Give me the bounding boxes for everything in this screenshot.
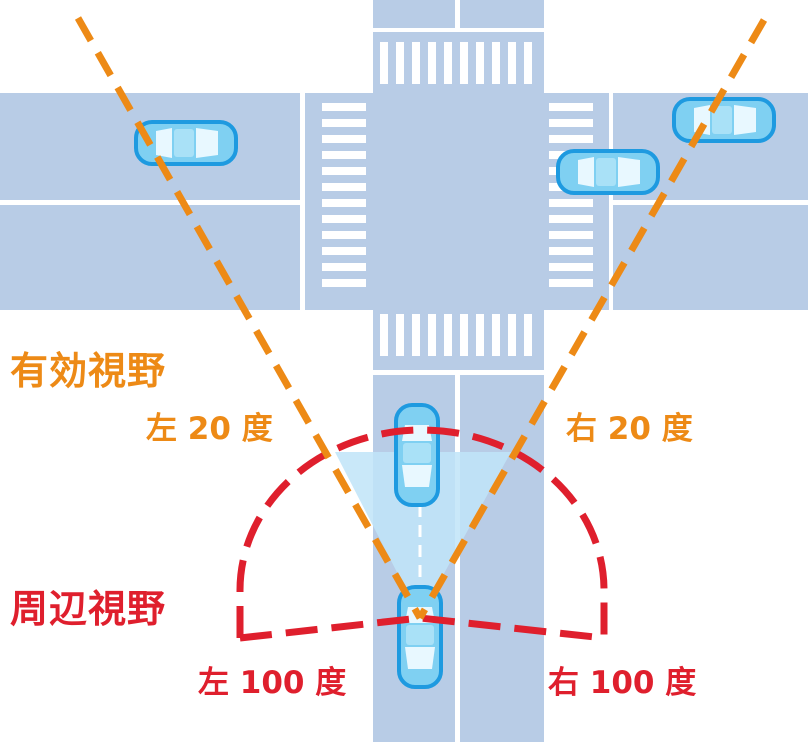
effective-field-label: 有効視野 — [10, 349, 167, 393]
effective-field-cone — [335, 452, 511, 617]
peripheral-field-label: 周辺視野 — [10, 587, 167, 631]
crosswalk-bottom — [380, 314, 532, 356]
effective-field-right-line — [416, 18, 768, 620]
peripheral-field-baseline — [239, 614, 605, 642]
car-icon — [394, 403, 440, 507]
peripheral-right-label: 右 100 度 — [548, 665, 697, 701]
peripheral-field-arc — [236, 426, 608, 638]
effective-left-label: 左 20 度 — [146, 411, 273, 447]
effective-right-label: 右 20 度 — [566, 411, 693, 447]
effective-field-left-line — [74, 16, 424, 620]
car-icon — [672, 97, 776, 143]
peripheral-left-label: 左 100 度 — [198, 665, 347, 701]
car-icon — [397, 585, 443, 689]
crosswalk-top — [380, 42, 532, 84]
car-icon — [556, 149, 660, 195]
crosswalk-left — [322, 103, 366, 287]
